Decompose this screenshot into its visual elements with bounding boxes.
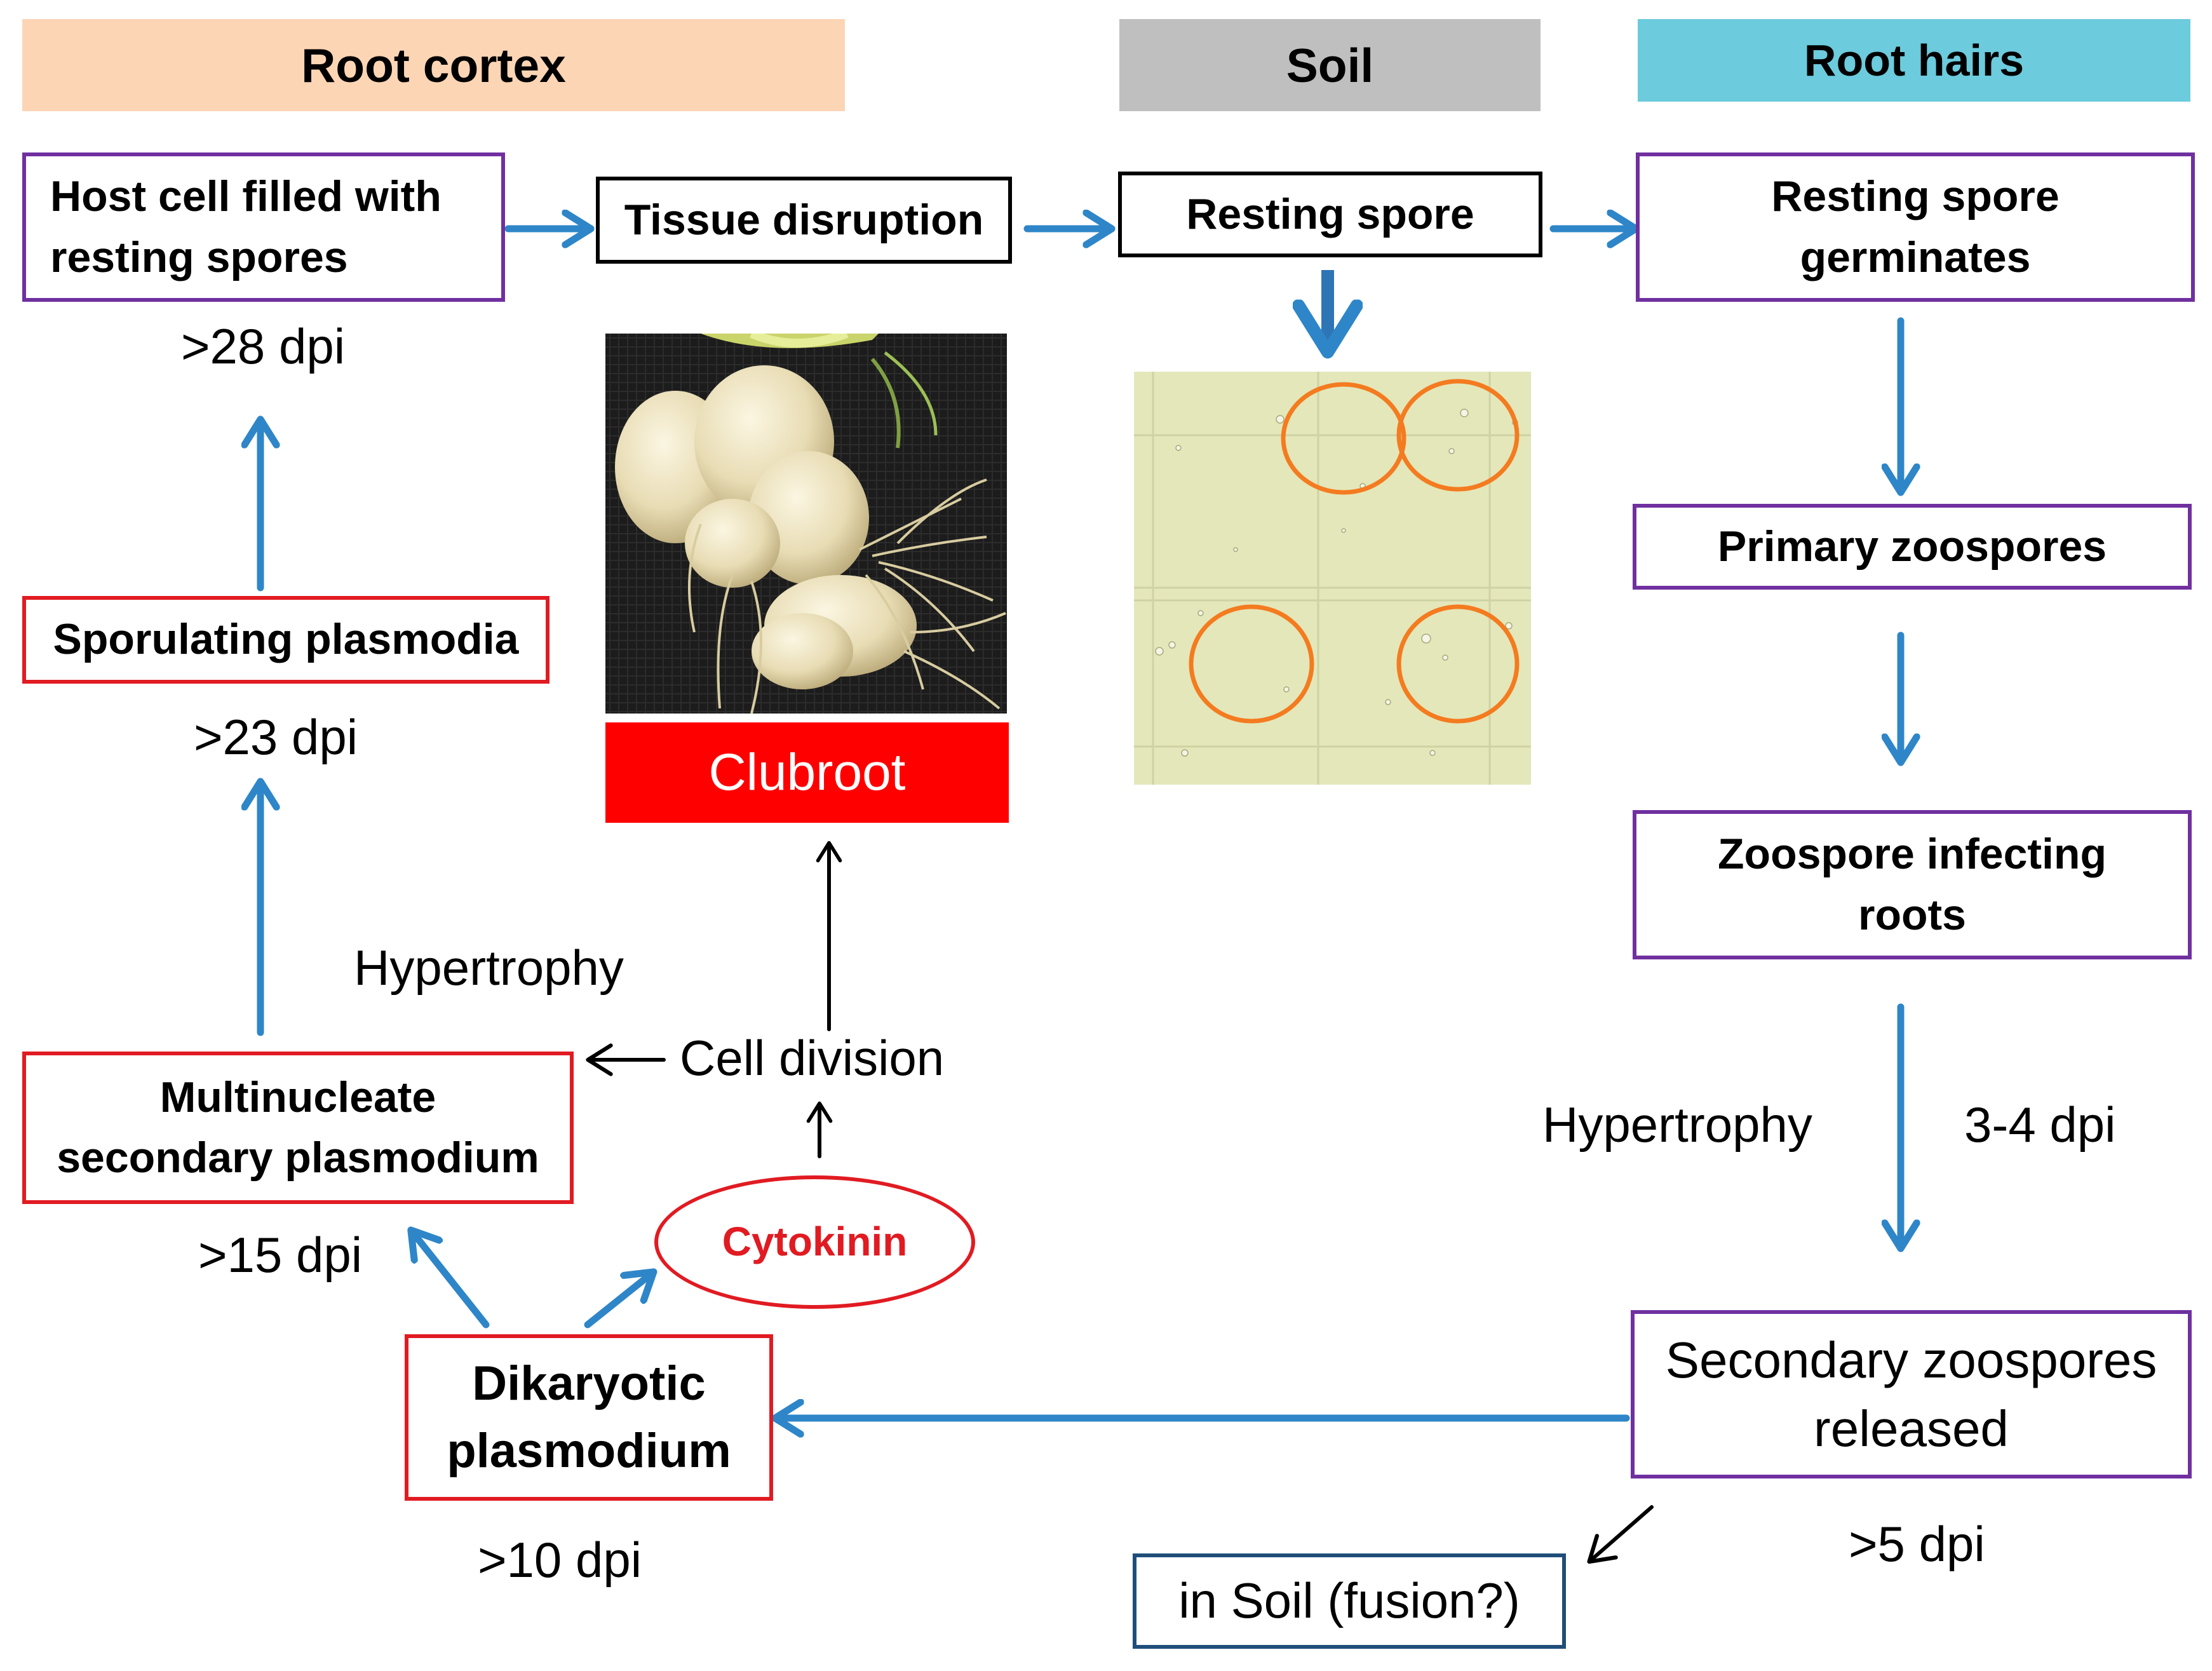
dpi-15-label: >15 dpi	[198, 1227, 363, 1283]
primary-zoospores-label: Primary zoospores	[1717, 522, 2107, 571]
secondary-zoospores-line-1: Secondary zoospores	[1665, 1331, 2157, 1388]
clubroot-label-box: Clubroot	[605, 722, 1009, 823]
header-root-hairs-label: Root hairs	[1804, 36, 2025, 85]
header-root-cortex-label: Root cortex	[301, 38, 566, 92]
primary-zoospores-box: Primary zoospores	[1633, 504, 2192, 590]
dikaryotic-line-1: Dikaryotic	[472, 1356, 706, 1411]
cell-division-label: Cell division	[680, 1030, 945, 1086]
tissue-disruption-box: Tissue disruption	[596, 177, 1012, 264]
clubroot-label: Clubroot	[708, 743, 906, 801]
sporulating-label: Sporulating plasmodia	[53, 615, 519, 664]
micrograph-drawing	[1134, 372, 1531, 785]
clubroot-photo	[605, 334, 1007, 714]
arrow-dikaryotic-to-cytokinin	[584, 1274, 651, 1329]
sporulating-box: Sporulating plasmodia	[22, 596, 550, 684]
header-soil-label: Soil	[1286, 38, 1374, 92]
header-soil: Soil	[1119, 19, 1541, 111]
resting-spore-box: Resting spore	[1118, 172, 1542, 257]
zoospore-infecting-line-2: roots	[1858, 890, 1966, 939]
tissue-disruption-label: Tissue disruption	[624, 195, 984, 244]
in-soil-label: in Soil (fusion?)	[1178, 1573, 1520, 1629]
multinucleate-box: Multinucleate secondary plasmodium	[22, 1052, 574, 1204]
host-cell-line-1: Host cell filled with	[50, 172, 442, 221]
spore-germinates-box: Resting spore germinates	[1636, 152, 2195, 302]
arrow-secondary-to-soil	[1587, 1505, 1654, 1564]
host-cell-line-2: resting spores	[50, 233, 348, 281]
arrow-dikaryotic-to-multinucleate	[413, 1233, 490, 1329]
cytokinin-label: Cytokinin	[722, 1219, 908, 1265]
dikaryotic-box: Dikaryotic plasmodium	[405, 1334, 773, 1501]
spore-germinates-line-1: Resting spore	[1771, 172, 2060, 221]
micrograph-photo	[1134, 372, 1531, 785]
hypertrophy-left-label: Hypertrophy	[354, 940, 624, 996]
spore-germinates-line-2: germinates	[1800, 233, 2031, 281]
in-soil-box: in Soil (fusion?)	[1133, 1553, 1566, 1649]
dpi-5-label: >5 dpi	[1849, 1516, 1985, 1572]
zoospore-infecting-box: Zoospore infecting roots	[1633, 810, 2192, 959]
header-root-cortex: Root cortex	[22, 19, 845, 111]
secondary-zoospores-line-2: released	[1814, 1400, 2009, 1457]
zoospore-infecting-line-1: Zoospore infecting	[1718, 830, 2107, 879]
dpi-3-4-label: 3-4 dpi	[1964, 1097, 2116, 1153]
dikaryotic-line-2: plasmodium	[447, 1424, 731, 1478]
hypertrophy-right-label: Hypertrophy	[1542, 1097, 1812, 1153]
multinucleate-line-2: secondary plasmodium	[57, 1133, 539, 1182]
resting-spore-label: Resting spore	[1186, 189, 1474, 238]
dpi-23-label: >23 dpi	[194, 709, 358, 765]
dpi-28-label: >28 dpi	[181, 318, 346, 374]
host-cell-box: Host cell filled with resting spores	[22, 152, 505, 302]
dpi-10-label: >10 dpi	[478, 1532, 642, 1588]
clubroot-root-drawing	[605, 334, 1007, 714]
cytokinin-ellipse: Cytokinin	[654, 1175, 975, 1309]
header-root-hairs: Root hairs	[1638, 19, 2190, 102]
multinucleate-line-1: Multinucleate	[159, 1072, 436, 1121]
secondary-zoospores-box: Secondary zoospores released	[1631, 1310, 2192, 1478]
